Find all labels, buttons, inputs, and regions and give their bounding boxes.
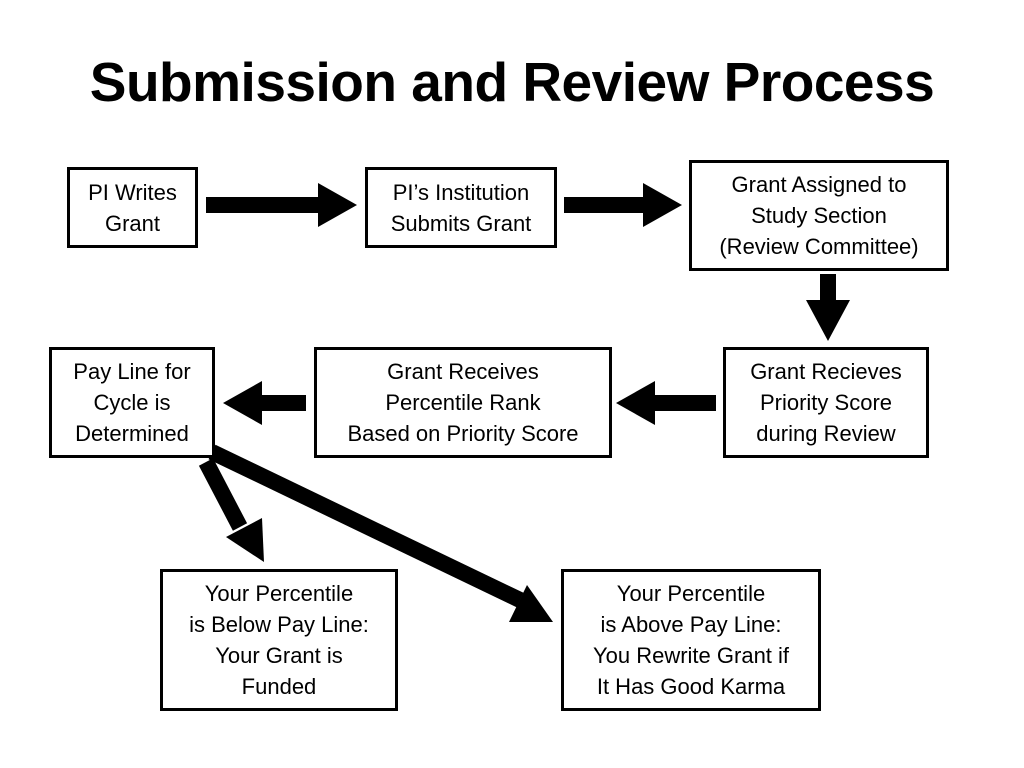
arrow-down-icon [806,274,850,341]
step-label: Grant Receives Percentile Rank Based on … [347,359,579,446]
arrow-left-icon [223,381,306,425]
outcome-label: Your Percentile is Below Pay Line: Your … [189,581,369,699]
step-pay-line: Pay Line for Cycle is Determined [49,347,215,458]
outcome-label: Your Percentile is Above Pay Line: You R… [592,581,790,699]
arrow-diagonal-shaft [198,458,248,531]
outcome-funded: Your Percentile is Below Pay Line: Your … [160,569,398,711]
step-label: Grant Recieves Priority Score during Rev… [750,359,902,446]
step-priority-score: Grant Recieves Priority Score during Rev… [723,347,929,458]
page-title: Submission and Review Process [89,51,935,113]
arrow-left-icon [616,381,716,425]
step-assigned-study-section: Grant Assigned to Study Section (Review … [689,160,949,271]
arrow-diagonal-head-icon [226,518,264,562]
arrow-diagonal-head-icon [509,585,553,622]
step-label: Grant Assigned to Study Section (Review … [719,172,919,259]
step-label: PI’s Institution Submits Grant [390,179,532,236]
arrow-right-icon [206,183,357,227]
arrow-right-icon [564,183,682,227]
step-pi-writes-grant: PI Writes Grant [67,167,198,248]
step-label: Pay Line for Cycle is Determined [73,359,191,446]
step-label: PI Writes Grant [88,179,177,236]
outcome-rewrite: Your Percentile is Above Pay Line: You R… [561,569,821,711]
step-institution-submits: PI’s Institution Submits Grant [365,167,557,248]
step-percentile-rank: Grant Receives Percentile Rank Based on … [314,347,612,458]
arrow-diagonal-shaft [208,444,524,608]
